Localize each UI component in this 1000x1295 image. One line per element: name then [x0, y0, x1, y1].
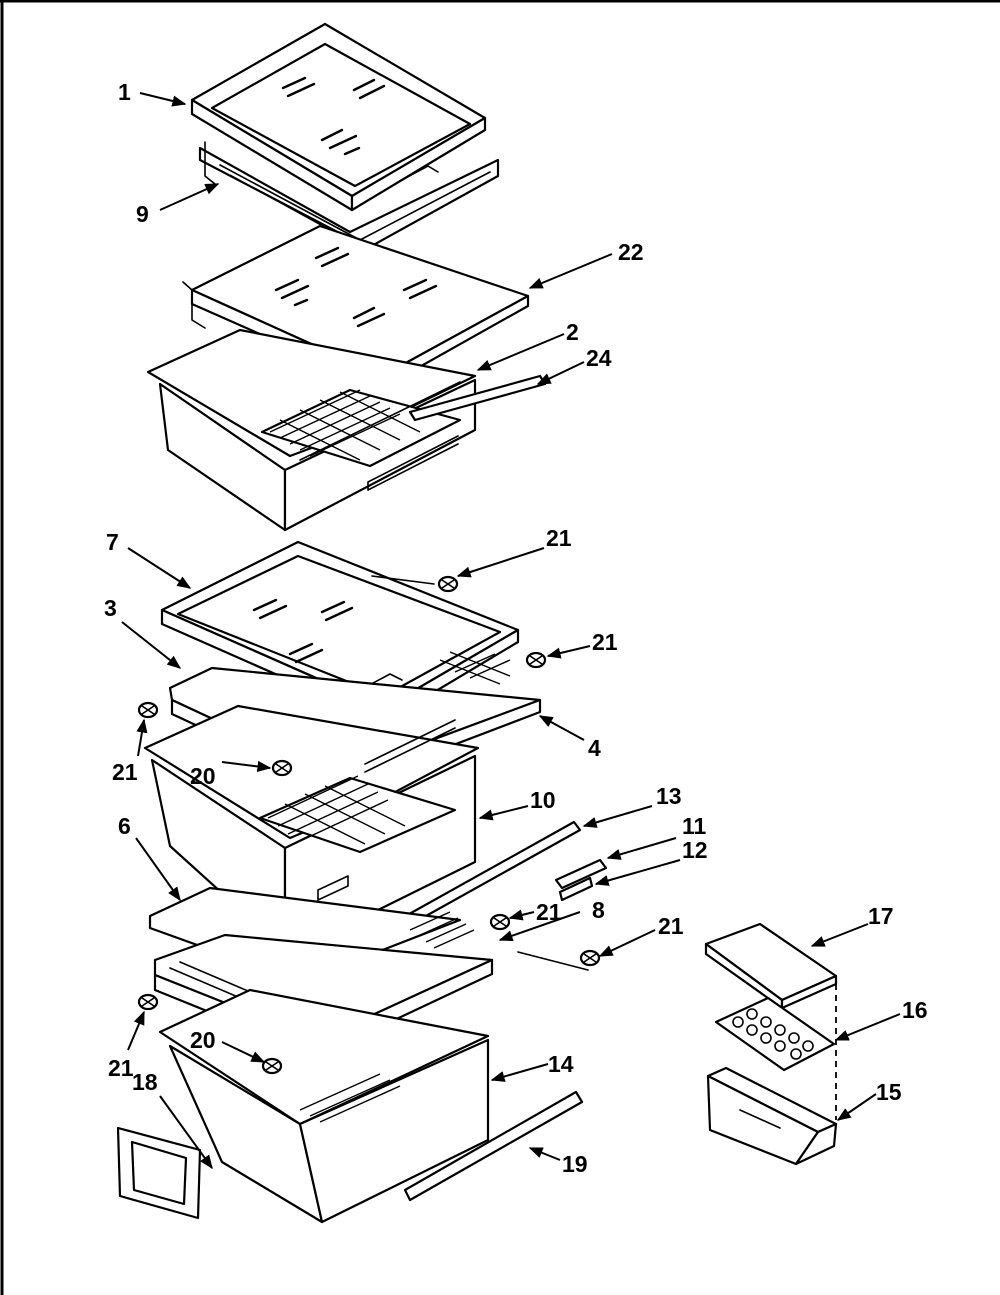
label-part-16: 16	[902, 997, 928, 1023]
label-part-21-c: 21	[112, 759, 138, 785]
label-part-6: 6	[118, 813, 131, 839]
clip-icon	[137, 575, 601, 1075]
part-15-egg-bin	[706, 1066, 838, 1166]
label-part-12: 12	[682, 837, 708, 863]
label-part-13: 13	[656, 783, 682, 809]
label-part-21-a: 21	[546, 525, 572, 551]
part-12-cover	[558, 876, 594, 902]
label-part-9: 9	[136, 201, 149, 227]
label-part-2: 2	[566, 319, 579, 345]
part-19-trim-strip	[403, 1090, 584, 1202]
label-part-20-a: 20	[190, 763, 216, 789]
label-part-21-e: 21	[658, 913, 684, 939]
label-part-21-d: 21	[536, 899, 562, 925]
part-11-slide	[554, 858, 608, 890]
label-part-7: 7	[106, 529, 119, 555]
label-part-10: 10	[530, 787, 556, 813]
label-part-21-f: 21	[108, 1055, 134, 1081]
label-part-24: 24	[586, 345, 612, 371]
label-part-11: 11	[682, 813, 707, 839]
label-part-19: 19	[562, 1151, 588, 1177]
label-part-4: 4	[588, 735, 601, 761]
label-part-20-b: 20	[190, 1027, 216, 1053]
leader-lines	[121, 92, 901, 1170]
part-17-egg-cover	[704, 922, 838, 1010]
label-part-8: 8	[592, 897, 605, 923]
part-1-glass-shelf	[190, 22, 487, 212]
label-part-21-b: 21	[592, 629, 618, 655]
label-part-22: 22	[618, 239, 644, 265]
label-part-18: 18	[132, 1069, 158, 1095]
label-part-17: 17	[868, 903, 894, 929]
clip-guide-lines	[371, 575, 589, 971]
part-18-label-plate	[116, 1126, 202, 1220]
part-16-egg-tray	[714, 996, 836, 1072]
label-part-14: 14	[548, 1051, 574, 1077]
label-part-1: 1	[118, 79, 131, 105]
part-14-bottom-drawer	[158, 988, 490, 1224]
label-part-3: 3	[104, 595, 117, 621]
label-part-15: 15	[876, 1079, 902, 1105]
